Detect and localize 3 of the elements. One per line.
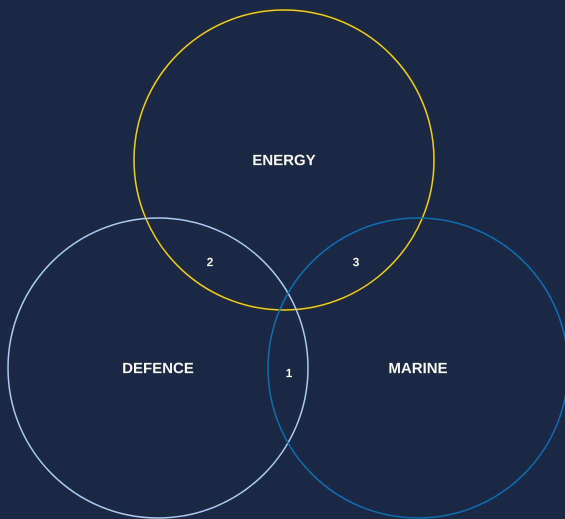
region-number: 1 <box>286 368 292 378</box>
region-number: 3 <box>352 258 359 266</box>
region-number: 2 <box>207 258 213 266</box>
